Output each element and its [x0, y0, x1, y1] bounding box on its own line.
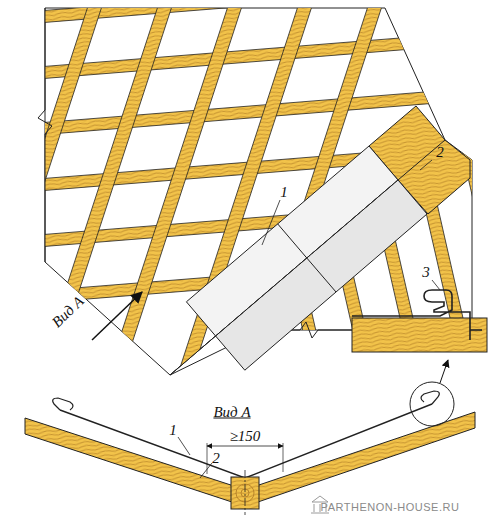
callout-number: 2 [436, 145, 444, 160]
callout-number: 1 [169, 423, 177, 438]
view-label: Вид А [49, 294, 86, 331]
callout-number: 3 [422, 265, 430, 280]
callout-number: 1 [280, 185, 288, 200]
callout-number: 2 [212, 451, 220, 466]
dimension-label: ≥150 [228, 429, 263, 444]
view-title: Вид А [213, 405, 250, 420]
watermark: PARTHENON-HOUSE.RU [321, 502, 460, 513]
